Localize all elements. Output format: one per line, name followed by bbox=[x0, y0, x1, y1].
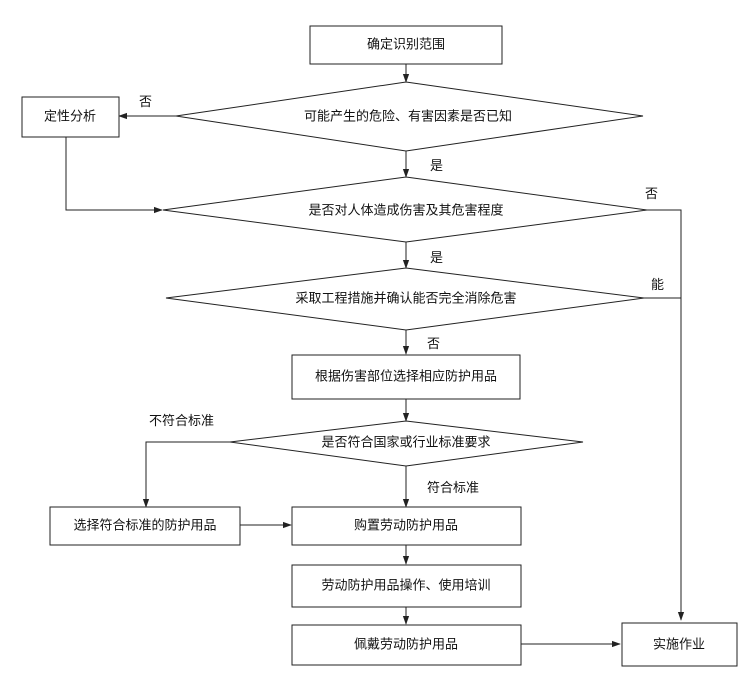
node-harm-to-body: 是否对人体造成伤害及其危害程度 bbox=[162, 176, 648, 243]
edges bbox=[65, 64, 685, 648]
edge-label-harm-no: 否 bbox=[645, 187, 658, 202]
edge-label-hazards-yes: 是 bbox=[430, 159, 443, 174]
node-training: 劳动防护用品操作、使用培训 bbox=[291, 564, 522, 608]
edge-standards-not-met-to-compliant bbox=[142, 441, 230, 508]
node-select-compliant: 选择符合标准的防护用品 bbox=[49, 506, 241, 546]
node-implement-label: 实施作业 bbox=[653, 638, 705, 653]
node-determine-scope-label: 确定识别范围 bbox=[367, 38, 445, 53]
edge-harm-no-to-implement bbox=[647, 209, 685, 621]
edge-labels: 否 是 否 是 能 否 不符合标准 符合标准 bbox=[139, 95, 664, 496]
edge-label-standards-not-met: 不符合标准 bbox=[149, 413, 214, 429]
node-implement: 实施作业 bbox=[621, 622, 738, 667]
node-wear: 佩戴劳动防护用品 bbox=[291, 624, 522, 666]
node-training-label: 劳动防护用品操作、使用培训 bbox=[321, 578, 490, 594]
edge-qualitative-to-harm bbox=[65, 137, 163, 214]
node-qualitative-analysis-label: 定性分析 bbox=[44, 110, 96, 125]
nodes: 确定识别范围 可能产生的危险、有害因素是否已知 定性分析 是否对人体造成伤害及其… bbox=[21, 25, 738, 667]
node-purchase-label: 购置劳动防护用品 bbox=[354, 518, 458, 534]
node-wear-label: 佩戴劳动防护用品 bbox=[354, 637, 458, 653]
node-harm-to-body-label: 是否对人体造成伤害及其危害程度 bbox=[308, 203, 503, 219]
edge-label-harm-yes: 是 bbox=[430, 251, 443, 266]
node-hazards-known-label: 可能产生的危险、有害因素是否已知 bbox=[304, 109, 512, 125]
node-hazards-known: 可能产生的危险、有害因素是否已知 bbox=[175, 81, 644, 152]
edge-label-hazards-no: 否 bbox=[139, 95, 152, 110]
edge-label-engineering-no: 否 bbox=[427, 337, 440, 352]
node-select-compliant-label: 选择符合标准的防护用品 bbox=[73, 518, 216, 534]
edge-label-standards-met: 符合标准 bbox=[427, 480, 479, 496]
node-select-by-body-part-label: 根据伤害部位选择相应防护用品 bbox=[315, 369, 497, 385]
node-select-by-body-part: 根据伤害部位选择相应防护用品 bbox=[291, 354, 521, 400]
node-purchase: 购置劳动防护用品 bbox=[291, 506, 522, 546]
node-engineering-measures-label: 采取工程措施并确认能否完全消除危害 bbox=[295, 291, 516, 307]
edge-label-engineering-can: 能 bbox=[651, 278, 664, 293]
node-determine-scope: 确定识别范围 bbox=[309, 25, 503, 65]
node-engineering-measures: 采取工程措施并确认能否完全消除危害 bbox=[165, 267, 645, 331]
node-qualitative-analysis: 定性分析 bbox=[21, 96, 120, 138]
node-meets-standards-label: 是否符合国家或行业标准要求 bbox=[321, 435, 490, 451]
node-meets-standards: 是否符合国家或行业标准要求 bbox=[229, 420, 584, 467]
